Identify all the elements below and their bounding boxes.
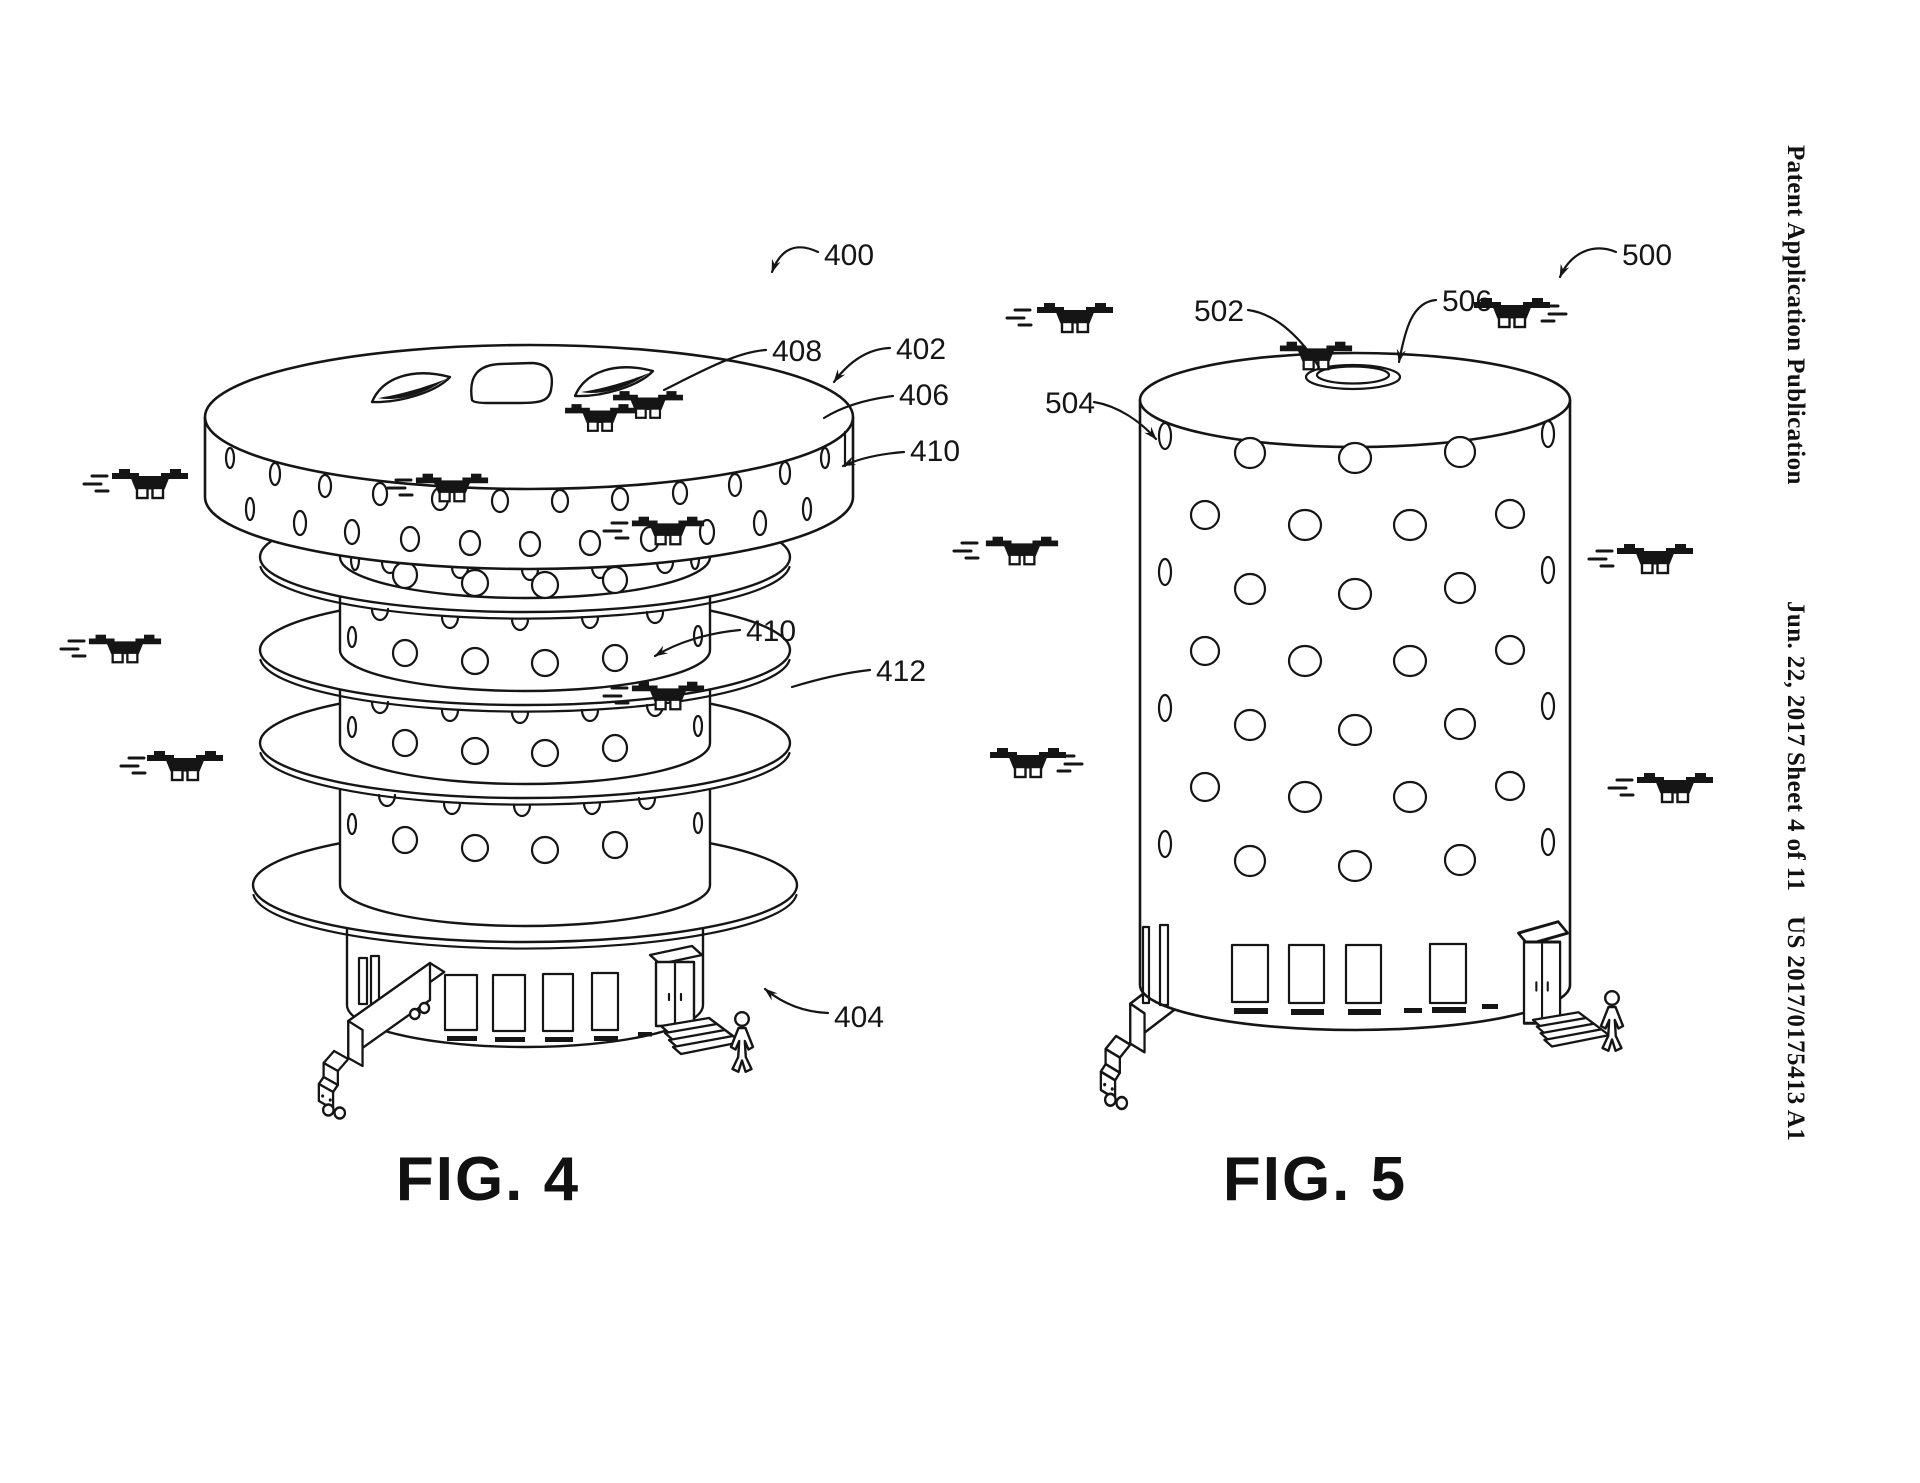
fig5-caption: FIG. 5 (1223, 1145, 1407, 1214)
fig4-ref-408: 408 (772, 335, 822, 368)
fig4-annotations: 400 408 402 406 410 410 412 404 (653, 239, 960, 1034)
fig5-windows (1230, 942, 1468, 1005)
fig4-loading-bays (443, 971, 620, 1033)
header-patent-number: US 2017/0175413 A1 (1782, 916, 1809, 1141)
fig4-ref-412: 412 (876, 655, 926, 688)
fig4-ref-410-top: 410 (910, 435, 960, 468)
fig5-ref-504: 504 (1045, 387, 1095, 420)
fig4-top-disc (203, 343, 855, 571)
fig5-dock-markings (1234, 1004, 1498, 1015)
fig4-ref-402: 402 (896, 333, 946, 366)
fig4-caption: FIG. 4 (396, 1145, 580, 1214)
fig5-ref-506: 506 (1442, 285, 1492, 318)
fig5-wall-holes (1157, 419, 1556, 883)
fig5-base (1141, 920, 1611, 1048)
fig4-holes-band-d (346, 811, 704, 865)
header-date: Jun. 22, 2017 (1782, 601, 1809, 747)
fig5-ref-500: 500 (1622, 239, 1672, 272)
fig4-ref-404: 404 (834, 1001, 884, 1034)
fig4-ref-410-mid: 410 (746, 615, 796, 648)
fig4-ref-406: 406 (899, 379, 949, 412)
fig4-holes-band-a (349, 547, 701, 600)
fig4-tier-band-d (338, 790, 712, 928)
fig4-landing-openings (370, 361, 655, 405)
fig5-annotations: 500 502 506 504 (1045, 239, 1672, 441)
fig4-ref-400: 400 (824, 239, 874, 272)
fig4-person (729, 1011, 755, 1074)
sheet-header: Patent Application Publication Jun. 22, … (1782, 145, 1809, 1141)
fig5-drawing: 500 502 506 504 FIG. 5 (952, 239, 1715, 1214)
fig4-dock-markings (447, 1032, 652, 1042)
fig4-drawing: 400 408 402 406 410 410 412 404 FIG. 4 (59, 239, 960, 1214)
fig4-holes-band-b (346, 624, 704, 678)
header-sheet: Sheet 4 of 11 (1782, 752, 1809, 891)
header-publication: Patent Application Publication (1782, 145, 1809, 485)
fig4-holes-band-c (346, 714, 704, 768)
fig5-person (1599, 990, 1625, 1053)
fig5-ref-502: 502 (1194, 295, 1244, 328)
fig4-rim-holes-row1 (224, 446, 831, 514)
